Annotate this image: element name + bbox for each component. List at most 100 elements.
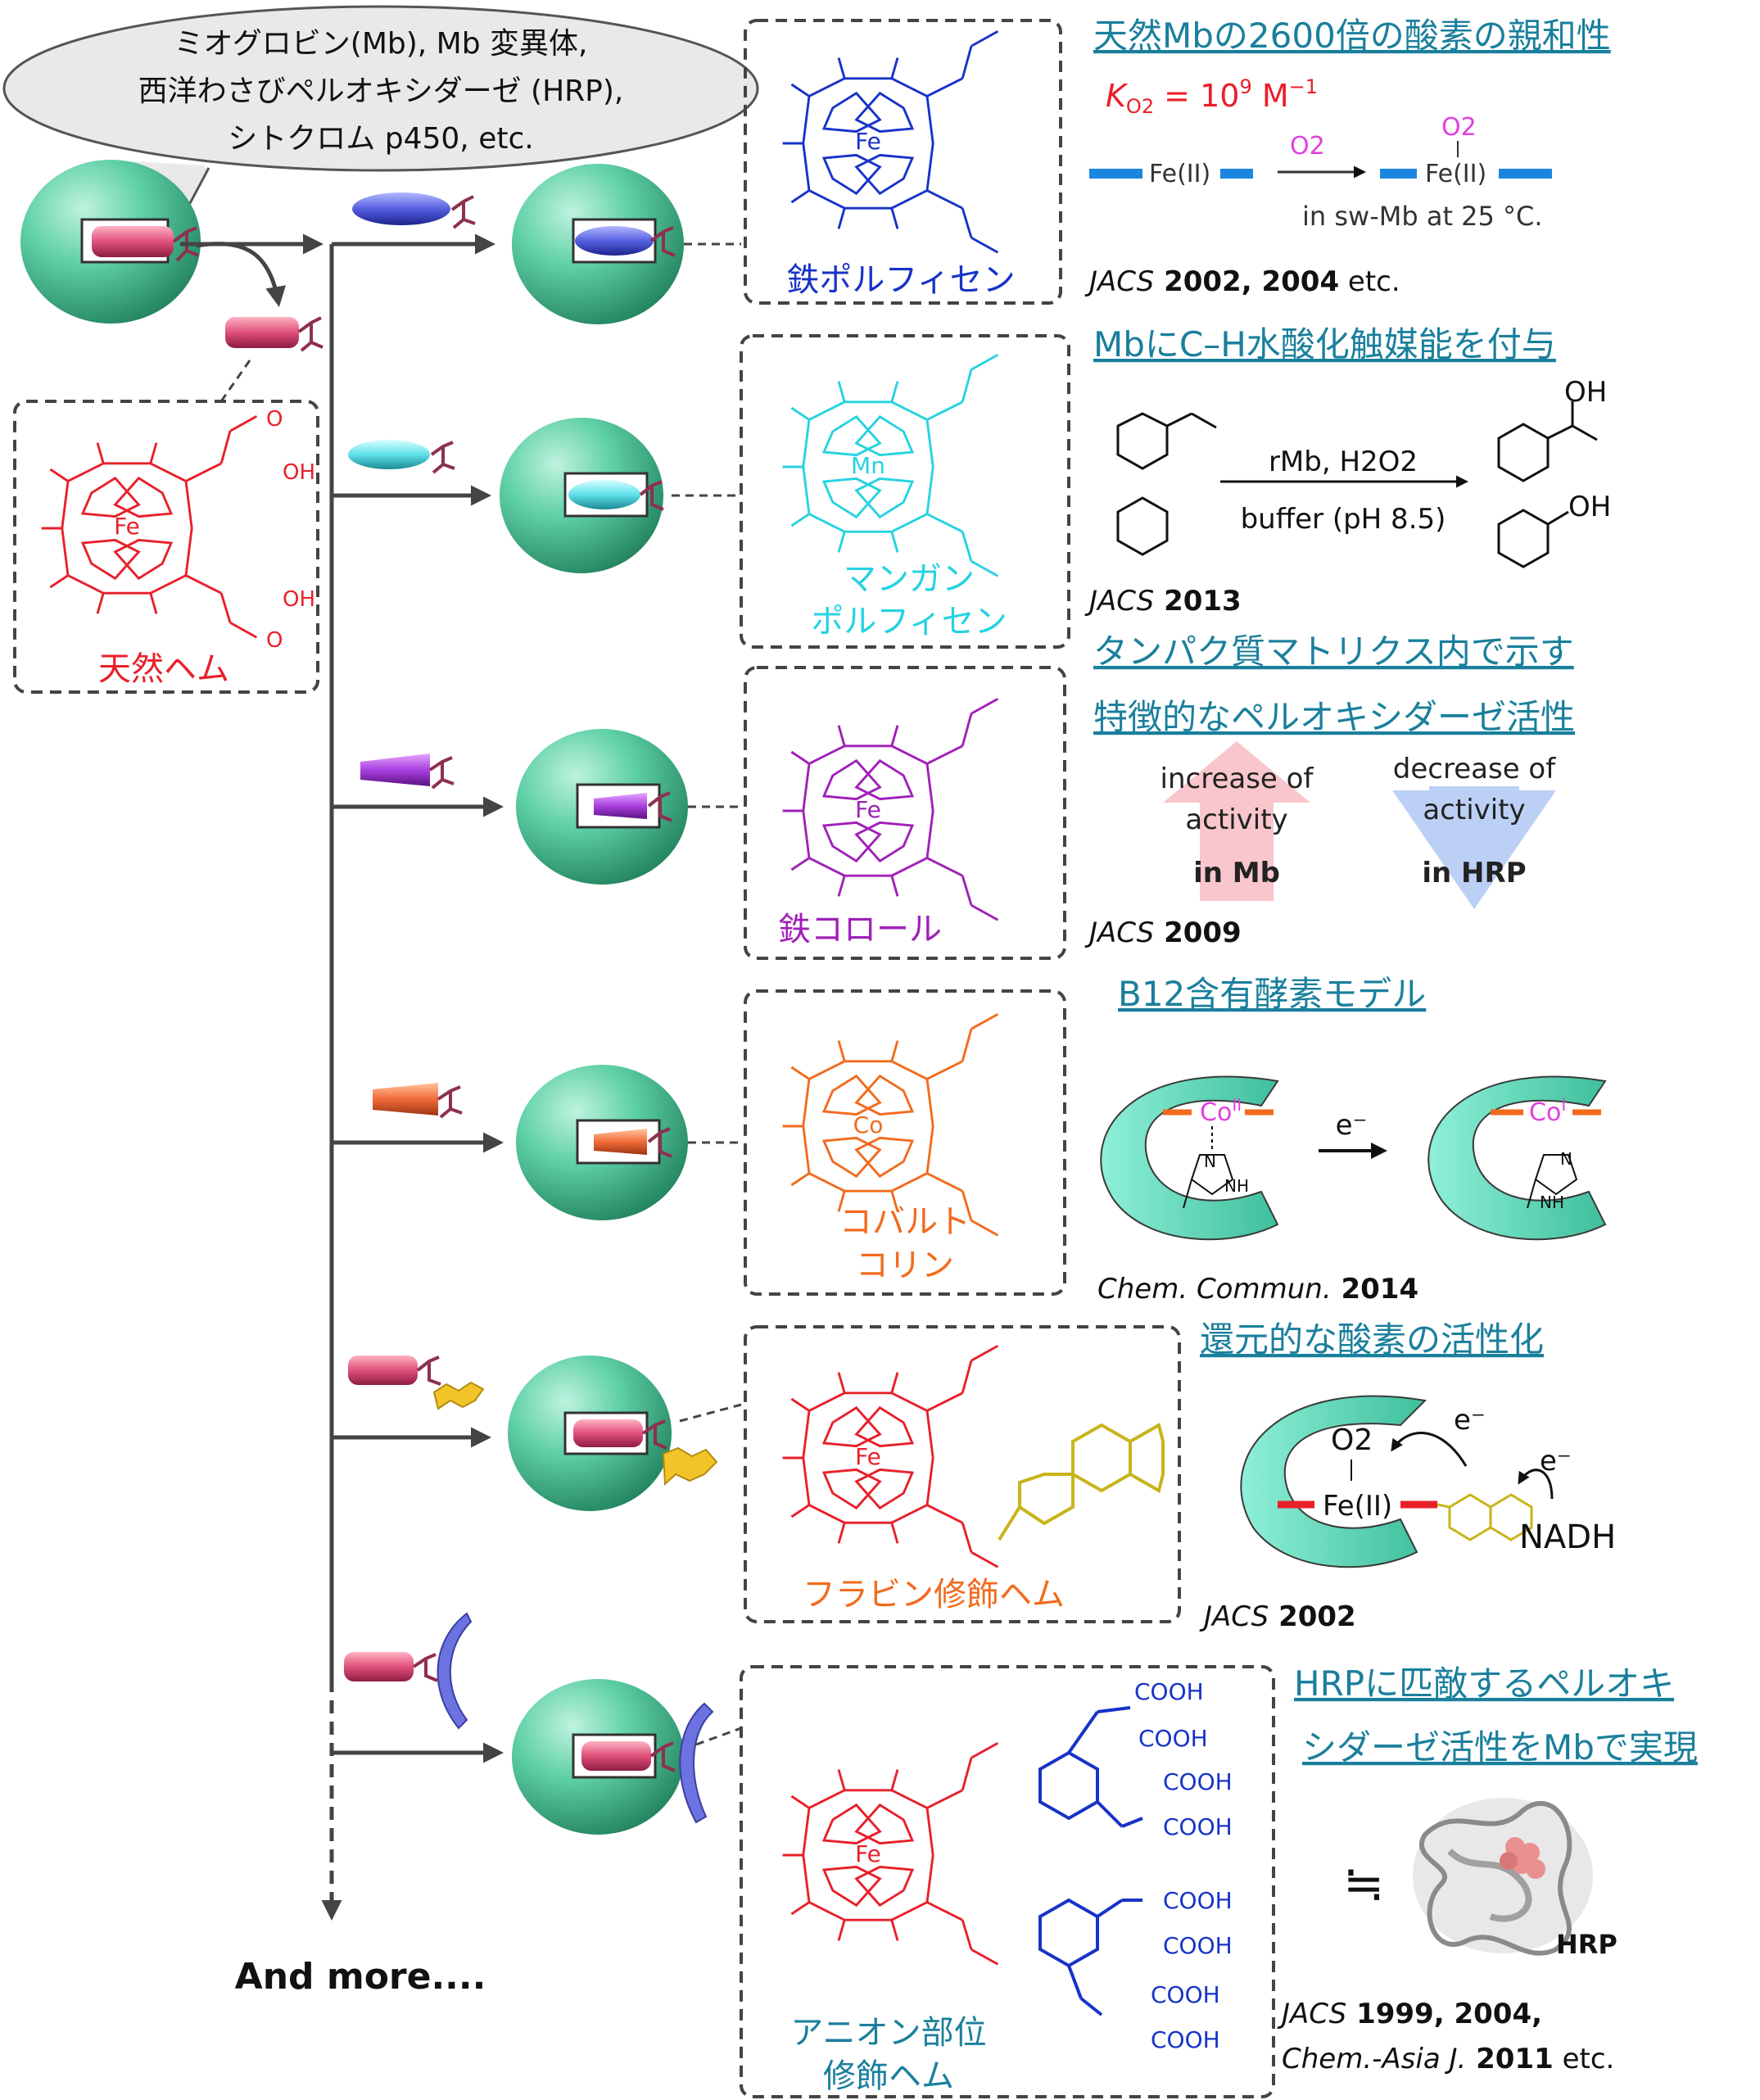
approx-symbol: ≒ bbox=[1343, 1855, 1384, 1912]
corrole-cofactor-icon bbox=[360, 754, 430, 786]
cooh-1: COOH bbox=[1134, 1678, 1204, 1705]
corrole-metal: Fe bbox=[855, 796, 881, 823]
row6-reference-2: Chem.-Asia J. 2011 etc. bbox=[1282, 2043, 1614, 2075]
svg-text:NH: NH bbox=[1540, 1193, 1564, 1212]
bubble-line-2: 西洋わさびペルオキシダーゼ (HRP), bbox=[138, 75, 624, 108]
cooh-3: COOH bbox=[1163, 1768, 1233, 1795]
natural-heme-oh-top: OH bbox=[283, 460, 315, 485]
corrin-label-1: コバルト bbox=[839, 1203, 970, 1241]
svg-text:activity: activity bbox=[1423, 794, 1525, 826]
o2-activation-scheme: Fe(II) O2 e⁻ e⁻ NADH bbox=[1240, 1395, 1616, 1568]
row5-reference: JACS 2002 bbox=[1199, 1600, 1356, 1633]
natural-heme-oh-bottom: OH bbox=[283, 587, 315, 612]
hrp-label: HRP bbox=[1556, 1929, 1617, 1960]
row-iron-corrole: Fe 鉄コロール タンパク質マトリクス内で示す 特徴的なペルオキシダーゼ活性 i… bbox=[332, 631, 1575, 960]
anion-heme-label-2: 修飾ヘム bbox=[823, 2057, 954, 2095]
row1-heading: 天然Mbの2600倍の酸素の親和性 bbox=[1093, 16, 1611, 56]
svg-text:O2: O2 bbox=[1331, 1423, 1373, 1457]
svg-text:in sw-Mb at 25 °C.: in sw-Mb at 25 °C. bbox=[1302, 201, 1543, 232]
row3-heading-2: 特徴的なペルオキシダーゼ活性 bbox=[1093, 697, 1575, 737]
svg-text:Fe(II): Fe(II) bbox=[1149, 160, 1210, 188]
heme-cofactor-icon bbox=[92, 226, 174, 257]
svg-text:NADH: NADH bbox=[1519, 1518, 1616, 1556]
flavin-heme-label: フラビン修飾ヘム bbox=[803, 1576, 1065, 1613]
flavin-heme-metal: Fe bbox=[855, 1443, 881, 1470]
mn-porphycene-cofactor-icon bbox=[348, 440, 430, 469]
native-myoglobin bbox=[20, 160, 201, 324]
anion-arms bbox=[1038, 1706, 1143, 2016]
row3-heading-1: タンパク質マトリクス内で示す bbox=[1093, 631, 1574, 672]
reagent-label: rMb, H2O2 bbox=[1269, 446, 1418, 478]
natural-heme-metal: Fe bbox=[114, 513, 140, 540]
row4-heading: B12含有酵素モデル bbox=[1118, 974, 1426, 1014]
mn-porphycene-label-2: ポルフィセン bbox=[811, 603, 1007, 640]
row6-heading-1: HRPに匹敵するペルオキ bbox=[1294, 1663, 1674, 1704]
bubble-line-1: ミオグロビン(Mb), Mb 変異体, bbox=[174, 27, 588, 61]
natural-heme-o-top: O bbox=[266, 407, 283, 432]
cooh-7: COOH bbox=[1151, 1981, 1220, 2008]
flavin-structure bbox=[998, 1422, 1165, 1541]
svg-text:NH: NH bbox=[1224, 1176, 1249, 1196]
iron-porphycene-label: 鉄ポルフィセン bbox=[786, 261, 1015, 299]
cooh-6: COOH bbox=[1163, 1932, 1233, 1959]
hydroxylation-scheme bbox=[1116, 401, 1598, 568]
product-oh-2: OH bbox=[1568, 491, 1611, 523]
flavin-heme-cofactor-icon bbox=[348, 1355, 418, 1385]
cooh-8: COOH bbox=[1151, 2026, 1220, 2053]
corrin-metal: Co bbox=[853, 1111, 884, 1138]
svg-text:CoI: CoI bbox=[1529, 1095, 1566, 1127]
corrin-cofactor-icon bbox=[373, 1083, 438, 1116]
extracted-heme bbox=[219, 316, 323, 402]
svg-text:Fe(II): Fe(II) bbox=[1425, 160, 1486, 188]
hrp-structure-image: HRP bbox=[1413, 1798, 1617, 1960]
row-mn-porphycene: Mn マンガン ポルフィセン MbにC–H水酸化触媒能を付与 rMb, H2O2… bbox=[332, 324, 1611, 649]
k-o2-value: KO2 = 109 M−1 bbox=[1106, 75, 1318, 118]
natural-heme-o-bottom: O bbox=[266, 628, 283, 653]
natural-heme-box: Fe OH OH O O 天然ヘム bbox=[13, 400, 319, 694]
cooh-4: COOH bbox=[1163, 1813, 1233, 1840]
iron-porphycene-metal: Fe bbox=[855, 128, 881, 155]
row6-heading-2: シダーゼ活性をMbで実現 bbox=[1302, 1727, 1698, 1767]
svg-text:in Mb: in Mb bbox=[1193, 857, 1280, 889]
bubble-line-3: シトクロム p450, etc. bbox=[228, 122, 533, 156]
row4-reference: Chem. Commun. 2014 bbox=[1097, 1273, 1418, 1306]
svg-text:decrease of: decrease of bbox=[1393, 753, 1556, 785]
cooh-5: COOH bbox=[1163, 1887, 1233, 1914]
anion-heme-metal: Fe bbox=[855, 1840, 881, 1867]
row3-reference: JACS 2009 bbox=[1084, 916, 1242, 949]
svg-text:N: N bbox=[1204, 1152, 1216, 1171]
activity-arrows: increase of activity in Mb decrease of a… bbox=[1161, 741, 1556, 909]
and-more-label: And more.... bbox=[235, 1956, 486, 1998]
svg-text:CoII: CoII bbox=[1200, 1095, 1242, 1127]
cooh-2: COOH bbox=[1138, 1725, 1208, 1752]
buffer-label: buffer (pH 8.5) bbox=[1241, 503, 1446, 536]
iron-porphycene-cofactor-icon bbox=[352, 192, 450, 225]
product-oh-1: OH bbox=[1564, 376, 1607, 409]
row6-reference-1: JACS 1999, 2004, bbox=[1277, 1998, 1542, 2030]
svg-text:in HRP: in HRP bbox=[1422, 857, 1526, 889]
svg-text:e⁻: e⁻ bbox=[1540, 1445, 1572, 1478]
svg-text:e⁻: e⁻ bbox=[1336, 1109, 1368, 1142]
svg-text:activity: activity bbox=[1185, 803, 1287, 836]
o2-binding-scheme: Fe(II) O2 Fe(II) O2 in sw-Mb at 25 °C. bbox=[1089, 113, 1552, 232]
mn-porphycene-label-1: マンガン bbox=[844, 560, 975, 598]
svg-text:increase of: increase of bbox=[1161, 763, 1314, 795]
row2-heading: MbにC–H水酸化触媒能を付与 bbox=[1093, 324, 1556, 364]
speech-bubble: ミオグロビン(Mb), Mb 変異体, 西洋わさびペルオキシダーゼ (HRP),… bbox=[2, 5, 759, 232]
svg-text:O2: O2 bbox=[1290, 132, 1325, 161]
anion-heme-label-1: アニオン部位 bbox=[790, 2014, 986, 2052]
row-anion-heme: Fe COOH COOH COOH COOH COOH COOH COOH CO… bbox=[332, 1612, 1698, 2098]
row-cobalt-corrin: Co コバルト コリン B12含有酵素モデル CoII N NH e⁻ CoI … bbox=[332, 974, 1607, 1306]
row1-reference: JACS 2002, 2004 etc. bbox=[1084, 265, 1400, 298]
b12-model-scheme: CoII N NH e⁻ CoI N NH bbox=[1100, 1075, 1607, 1241]
svg-text:Fe(II): Fe(II) bbox=[1323, 1490, 1392, 1523]
row-flavin-heme: Fe フラビン修飾ヘム 還元的な酸素の活性化 Fe(II) O2 e⁻ e⁻ bbox=[332, 1319, 1616, 1633]
anion-heme-cofactor-icon bbox=[344, 1652, 414, 1681]
svg-text:O2: O2 bbox=[1441, 113, 1477, 142]
svg-text:N: N bbox=[1560, 1149, 1572, 1169]
natural-heme-label: 天然ヘム bbox=[98, 650, 229, 688]
row2-reference: JACS 2013 bbox=[1084, 585, 1242, 618]
corrin-label-2: コリン bbox=[856, 1247, 954, 1284]
corrole-label: 鉄コロール bbox=[778, 911, 942, 948]
